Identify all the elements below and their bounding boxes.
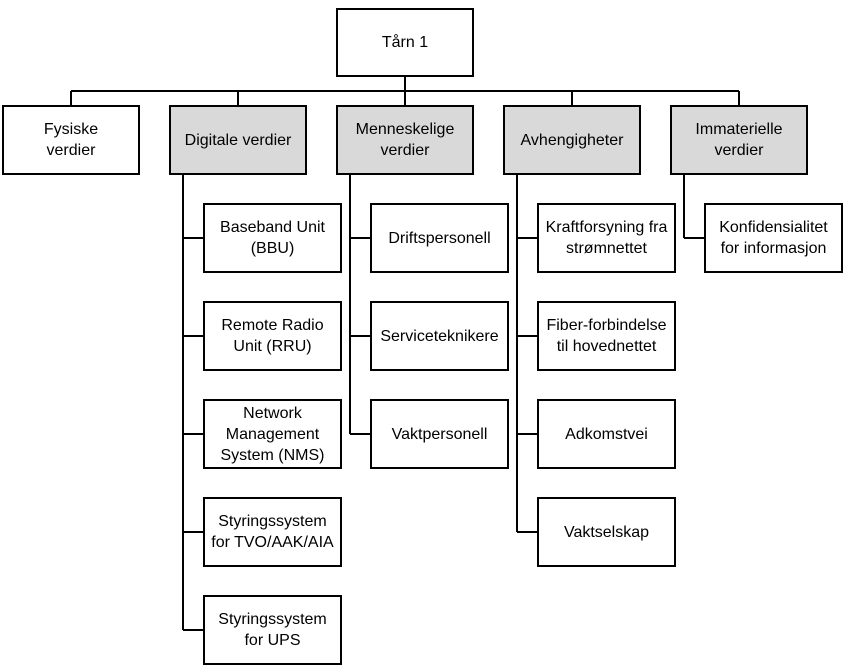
category-fysiske-verdier: Fysiske verdier: [2, 105, 140, 175]
item-styringssystem-tvo: Styringssystem for TVO/AAK/AIA: [203, 497, 342, 567]
item-driftspersonell: Driftspersonell: [370, 203, 509, 273]
item-remote-radio-unit: Remote Radio Unit (RRU): [203, 301, 342, 371]
item-adkomstvei: Adkomstvei: [537, 399, 676, 469]
item-kraftforsyning: Kraftforsyning fra strømnettet: [537, 203, 676, 273]
item-vaktselskap: Vaktselskap: [537, 497, 676, 567]
item-styringssystem-ups: Styringssystem for UPS: [203, 595, 342, 665]
item-baseband-unit: Baseband Unit (BBU): [203, 203, 342, 273]
item-konfidensialitet: Konfidensialitet for informasjon: [704, 203, 843, 273]
category-immaterielle-verdier: Immaterielle verdier: [670, 105, 808, 175]
category-menneskelige-verdier: Menneskelige verdier: [336, 105, 474, 175]
item-serviceteknikere: Serviceteknikere: [370, 301, 509, 371]
item-fiber-forbindelse: Fiber-forbindelse til hovednettet: [537, 301, 676, 371]
item-vaktpersonell: Vaktpersonell: [370, 399, 509, 469]
root-node-tarn-1: Tårn 1: [336, 8, 474, 77]
item-network-management-system: Network Management System (NMS): [203, 399, 342, 469]
category-digitale-verdier: Digitale verdier: [169, 105, 307, 175]
category-avhengigheter: Avhengigheter: [503, 105, 641, 175]
